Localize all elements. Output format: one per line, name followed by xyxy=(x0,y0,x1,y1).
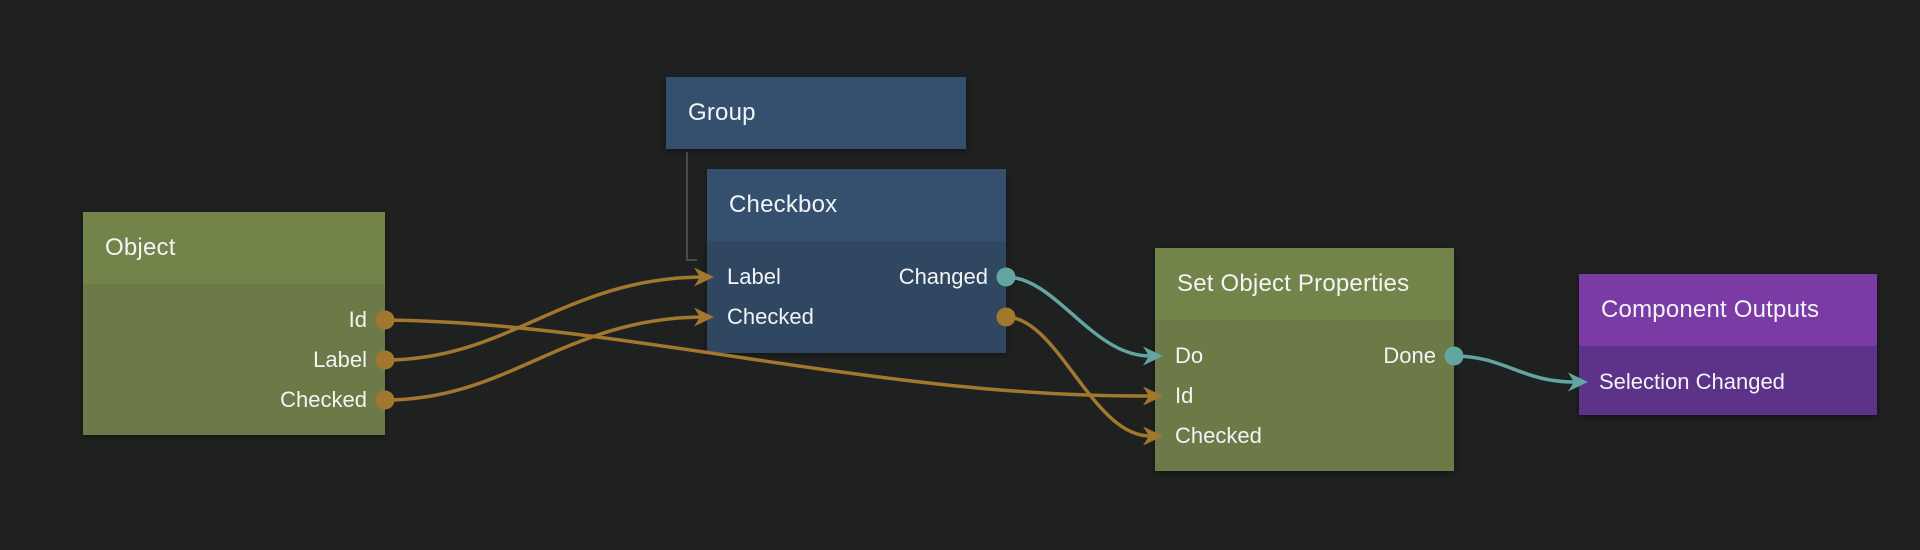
input-port-checkbox-label-arrow-icon[interactable] xyxy=(694,267,714,287)
port-label-setprops-checked: Checked xyxy=(1175,423,1262,448)
node-object-body: Id Label Checked xyxy=(83,284,385,435)
node-checkbox-body: Label Changed Checked xyxy=(707,241,1006,353)
port-label-setprops-id: Id xyxy=(1175,383,1194,408)
port-label-object-label: Label xyxy=(313,347,367,372)
input-port-setprops-checked-arrow-icon[interactable] xyxy=(1143,426,1163,446)
port-label-checkbox-checked: Checked xyxy=(727,304,814,329)
port-label-checkbox-label: Label xyxy=(727,264,781,289)
input-port-setprops-do-arrow-icon[interactable] xyxy=(1143,346,1163,366)
port-label-outputs-selection-changed: Selection Changed xyxy=(1599,369,1785,394)
connection-setprops-done-to-outputs-selection-changed[interactable] xyxy=(1453,354,1575,384)
port-label-object-id: Id xyxy=(348,307,367,332)
node-object[interactable]: Object Id Label Checked xyxy=(83,212,385,435)
node-component-outputs[interactable]: Component Outputs Selection Changed xyxy=(1579,274,1877,415)
output-port-object-label[interactable] xyxy=(375,350,395,370)
input-port-checkbox-checked-arrow-icon[interactable] xyxy=(694,307,714,327)
connection-object-id-to-setprops-id[interactable] xyxy=(384,318,1151,398)
node-component-outputs-title: Component Outputs xyxy=(1579,274,1877,346)
output-port-object-id[interactable] xyxy=(375,310,395,330)
input-port-outputs-selection-changed-arrow-icon[interactable] xyxy=(1568,372,1588,392)
output-port-checkbox-checked[interactable] xyxy=(996,307,1016,327)
node-group-title: Group xyxy=(666,77,966,149)
port-label-setprops-do: Do xyxy=(1175,343,1204,368)
node-checkbox-title: Checkbox xyxy=(707,169,1006,241)
port-label-checkbox-changed: Changed xyxy=(898,264,988,289)
output-port-object-checked[interactable] xyxy=(375,390,395,410)
port-label-object-checked: Checked xyxy=(280,387,367,412)
connection-checkbox-changed-to-setprops-do[interactable] xyxy=(1005,275,1151,358)
output-port-setprops-done[interactable] xyxy=(1444,346,1464,366)
node-component-outputs-body: Selection Changed xyxy=(1579,346,1877,415)
node-checkbox[interactable]: Checkbox Label Changed Checked xyxy=(707,169,1006,353)
node-set-object-properties-title: Set Object Properties xyxy=(1155,248,1454,320)
connection-checkbox-checked-to-setprops-checked[interactable] xyxy=(1005,315,1151,438)
node-object-title: Object xyxy=(83,212,385,284)
connection-object-checked-to-checkbox-checked[interactable] xyxy=(384,315,706,402)
input-port-setprops-id-arrow-icon[interactable] xyxy=(1143,386,1163,406)
port-label-setprops-done: Done xyxy=(1383,343,1436,368)
parent-child-connector-group-checkbox[interactable] xyxy=(686,152,697,261)
connection-object-label-to-checkbox-label[interactable] xyxy=(384,275,706,362)
node-set-object-properties-body: Do Done Id Checked xyxy=(1155,320,1454,471)
output-port-checkbox-changed[interactable] xyxy=(996,267,1016,287)
node-set-object-properties[interactable]: Set Object Properties Do Done Id Checked xyxy=(1155,248,1454,471)
node-group[interactable]: Group xyxy=(666,77,966,149)
